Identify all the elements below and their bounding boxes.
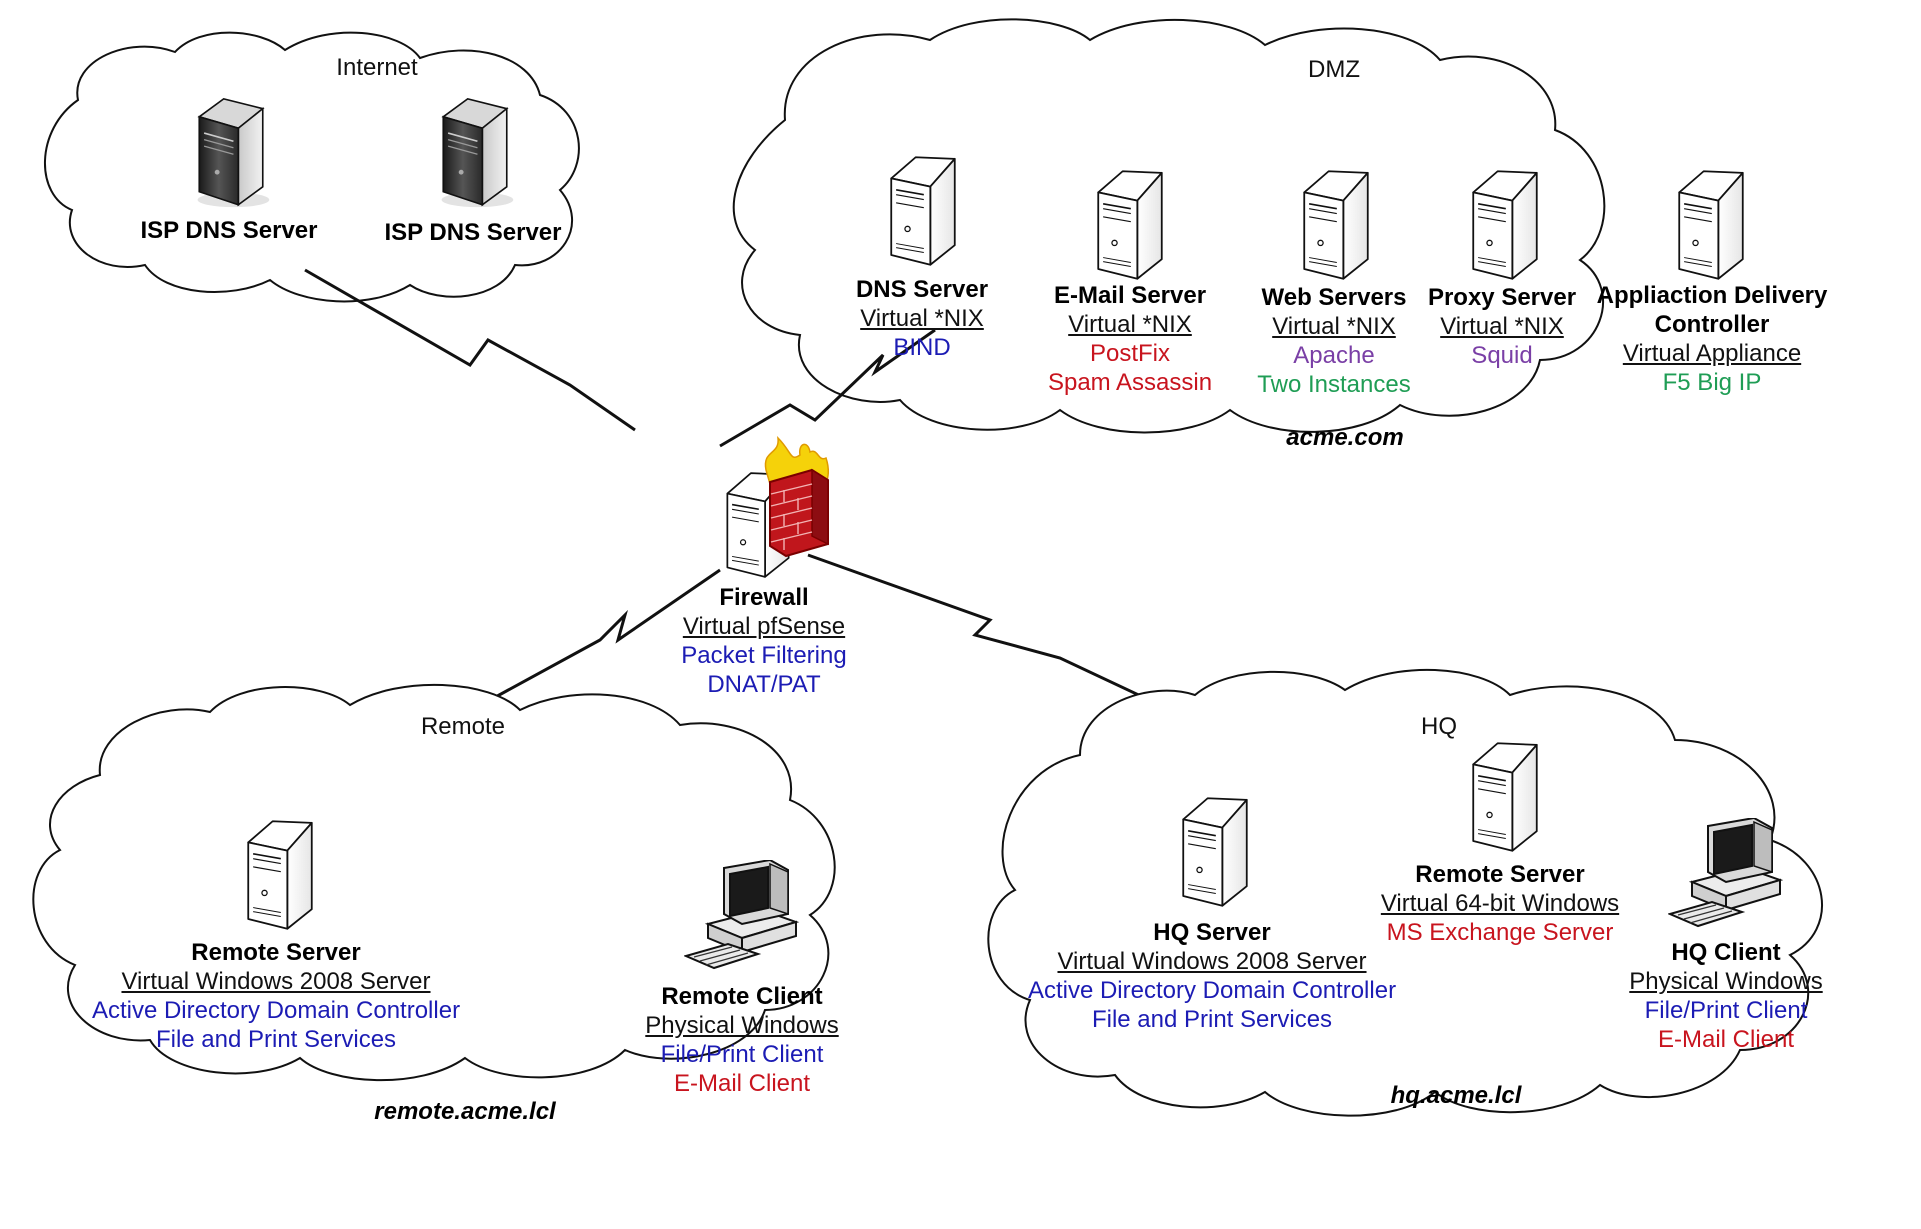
hq-remote-server-icon xyxy=(1472,742,1538,852)
hq-client-label: HQ Client Physical Windows File/Print Cl… xyxy=(1629,938,1822,1054)
link-internet-firewall xyxy=(304,268,636,432)
dmz-adc-icon xyxy=(1678,170,1744,280)
isp-dns-2-label: ISP DNS Server xyxy=(385,218,562,247)
node-role: Active Directory Domain Controller xyxy=(91,997,461,1024)
node-platform: Virtual 64-bit Windows xyxy=(1380,890,1620,917)
node-name: E-Mail Server xyxy=(1053,282,1207,309)
firewall-icon xyxy=(726,435,830,578)
node-platform: Virtual Windows 2008 Server xyxy=(1057,948,1367,975)
zone-title-dmz: DMZ xyxy=(1308,56,1360,83)
dmz-web-servers-icon xyxy=(1303,170,1369,280)
dmz-domain: acme.com xyxy=(1286,424,1404,451)
node-name: ISP DNS Server xyxy=(384,219,562,246)
hq-server-label: HQ Server Virtual Windows 2008 Server Ac… xyxy=(1028,918,1396,1034)
node-role: Active Directory Domain Controller xyxy=(1027,977,1397,1004)
node-name: ISP DNS Server xyxy=(140,217,318,244)
node-role: DNAT/PAT xyxy=(707,671,821,698)
node-platform: Virtual *NIX xyxy=(1272,313,1396,340)
hq-server-icon xyxy=(1182,797,1248,907)
remote-server-label: Remote Server Virtual Windows 2008 Serve… xyxy=(92,938,460,1054)
hq-remote-server-label: Remote Server Virtual 64-bit Windows MS … xyxy=(1381,860,1619,947)
dmz-proxy-server-icon xyxy=(1472,170,1538,280)
zone-title-remote: Remote xyxy=(420,713,506,740)
node-role: F5 Big IP xyxy=(1662,369,1762,396)
node-role: E-Mail Client xyxy=(1657,1026,1795,1053)
node-role: PostFix xyxy=(1089,340,1171,367)
node-role: File and Print Services xyxy=(1091,1006,1333,1033)
zone-title-hq: HQ xyxy=(1421,713,1457,740)
dmz-web-servers-label: Web Servers Virtual *NIX Apache Two Inst… xyxy=(1257,283,1410,399)
link-lines xyxy=(304,268,1146,702)
dmz-proxy-server-label: Proxy Server Virtual *NIX Squid xyxy=(1428,283,1576,370)
dmz-adc-label: Appliaction Delivery Controller Virtual … xyxy=(1597,281,1828,397)
remote-domain: remote.acme.lcl xyxy=(374,1098,556,1125)
node-platform: Physical Windows xyxy=(645,1012,839,1039)
node-platform: Physical Windows xyxy=(1629,968,1823,995)
node-role: Packet Filtering xyxy=(681,642,847,669)
node-platform: Virtual *NIX xyxy=(1440,313,1564,340)
node-name: Remote Server xyxy=(191,939,361,966)
isp-dns-1-label: ISP DNS Server xyxy=(141,216,318,245)
node-role: Squid xyxy=(1471,342,1533,369)
firewall-label: Firewall Virtual pfSense Packet Filterin… xyxy=(681,583,846,699)
dmz-mail-server-label: E-Mail Server Virtual *NIX PostFix Spam … xyxy=(1048,281,1212,397)
node-role: Spam Assassin xyxy=(1047,369,1213,396)
dmz-mail-server-icon xyxy=(1097,170,1163,280)
node-name: HQ Server xyxy=(1153,919,1271,946)
node-name: Firewall xyxy=(719,584,809,611)
cloud-remote xyxy=(32,683,836,1082)
node-name: Appliaction Delivery xyxy=(1596,282,1828,309)
node-name: HQ Client xyxy=(1671,939,1781,966)
zone-title-internet: Internet xyxy=(336,54,418,81)
node-platform: Virtual *NIX xyxy=(1068,311,1192,338)
cloud-hq xyxy=(987,668,1824,1117)
cloud-internet xyxy=(44,31,580,303)
node-platform: Virtual pfSense xyxy=(682,613,846,640)
node-name: Proxy Server xyxy=(1427,284,1577,311)
node-role: File/Print Client xyxy=(1644,997,1808,1024)
dmz-dns-server-icon xyxy=(890,156,956,266)
node-role: BIND xyxy=(893,334,951,361)
node-name: Web Servers xyxy=(1261,284,1407,311)
cloud-dmz xyxy=(732,18,1606,434)
node-name: Remote Server xyxy=(1415,861,1585,888)
remote-client-label: Remote Client Physical Windows File/Prin… xyxy=(645,982,838,1098)
node-role: E-Mail Client xyxy=(673,1070,811,1097)
hq-domain: hq.acme.lcl xyxy=(1390,1082,1522,1109)
node-platform: Virtual Windows 2008 Server xyxy=(121,968,431,995)
node-platform: Virtual *NIX xyxy=(860,305,984,332)
node-name: DNS Server xyxy=(855,276,989,303)
node-name: Remote Client xyxy=(661,983,823,1010)
dmz-dns-server-label: DNS Server Virtual *NIX BIND xyxy=(856,275,988,362)
node-role: File/Print Client xyxy=(660,1041,824,1068)
node-role: File and Print Services xyxy=(155,1026,397,1053)
remote-server-icon xyxy=(247,820,313,930)
node-role: Two Instances xyxy=(1257,371,1411,398)
node-role: Apache xyxy=(1293,342,1375,369)
node-role: MS Exchange Server xyxy=(1386,919,1614,946)
isp-dns-1-icon xyxy=(196,97,271,208)
isp-dns-2-icon xyxy=(440,97,515,208)
link-remote-firewall xyxy=(489,568,721,702)
node-platform: Virtual Appliance xyxy=(1622,340,1802,367)
link-hq-firewall xyxy=(807,553,1146,700)
node-name: Controller xyxy=(1654,311,1770,338)
link-dmz-firewall xyxy=(719,328,936,448)
